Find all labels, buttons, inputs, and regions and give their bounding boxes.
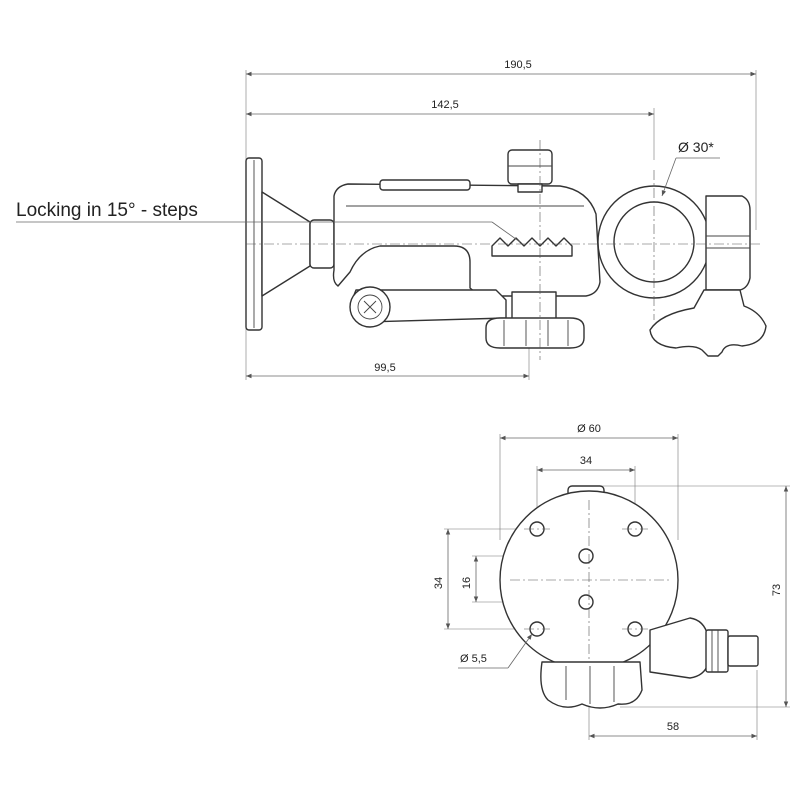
- dim-hole-diameter: Ø 5,5: [460, 653, 487, 665]
- knob-top-view: [540, 661, 643, 709]
- side-clamp-top: [649, 617, 709, 679]
- dim-to-tube-center: 142,5: [431, 99, 459, 111]
- hole-center-lower: [578, 594, 594, 610]
- dim-hole-spacing-y: 34: [433, 577, 445, 589]
- dim-center-holes: 16: [461, 577, 473, 589]
- locking-teeth: [491, 237, 573, 257]
- dim-hole-spacing-x: 34: [580, 455, 592, 467]
- dim-total-length: 190,5: [504, 59, 532, 71]
- hole-center-upper: [578, 548, 594, 564]
- knob-stem: [511, 291, 557, 321]
- arm-body: [332, 183, 601, 297]
- clamp-screw-top: [727, 635, 759, 667]
- side-view: 190,5 142,5 99,5: [16, 59, 767, 380]
- top-bolt: [507, 149, 553, 185]
- dim-base-to-knob: 99,5: [374, 362, 395, 374]
- lower-knob: [485, 317, 585, 349]
- wing-nut: [649, 289, 767, 357]
- dim-width: 58: [667, 721, 679, 733]
- top-view: Ø 60 34 34 16 73 58: [433, 423, 790, 740]
- callout-locking: Locking in 15° - steps: [16, 200, 198, 221]
- dim-tube-diameter: Ø 30*: [678, 139, 714, 155]
- clamp-jaw: [705, 195, 751, 291]
- dim-plate-diameter: Ø 60: [577, 423, 601, 435]
- dim-height: 73: [771, 584, 783, 596]
